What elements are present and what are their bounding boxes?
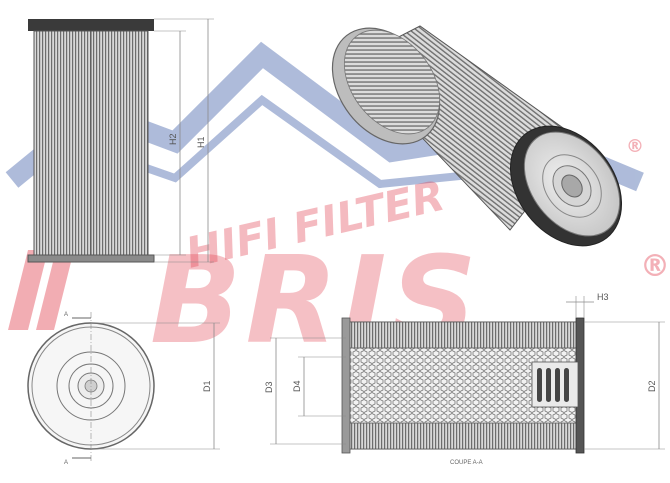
- section-left-cap: [341, 317, 351, 454]
- section-outlet-slot-3: [555, 368, 560, 402]
- d2-label: D2: [647, 380, 657, 392]
- section-label-top: A: [64, 312, 68, 318]
- watermark-red-bar-2: [36, 250, 74, 330]
- section-bottom-wall: [345, 422, 581, 450]
- isometric-view: [331, 25, 623, 247]
- section-view: D3 D4 D2 H3 COUPE A-A: [264, 292, 665, 466]
- end-view: A A D1: [27, 312, 220, 466]
- watermark-registered-2: ®: [640, 249, 670, 284]
- section-outlet-slot-2: [546, 368, 551, 402]
- section-top-wall: [345, 321, 581, 349]
- section-label-bottom: A: [64, 460, 68, 466]
- d1-label: D1: [202, 380, 212, 392]
- section-caption: COUPE A-A: [450, 460, 483, 466]
- h3-label: H3: [597, 292, 609, 302]
- section-outlet-slot-4: [564, 368, 569, 402]
- iso-back-cap-rim: [343, 29, 441, 135]
- d4-label: D4: [292, 380, 302, 392]
- iso-front-ring-1: [542, 154, 602, 218]
- h2-label: H2: [168, 133, 178, 145]
- h1-label: H1: [196, 136, 206, 148]
- d3-label: D3: [264, 381, 274, 393]
- section-outlet-slot-1: [537, 368, 542, 402]
- watermark-red-bar-1: [8, 250, 48, 330]
- iso-front-bore: [561, 174, 583, 198]
- watermark-registered-1: ®: [626, 136, 644, 157]
- front-top-cap: [28, 19, 154, 31]
- front-bottom-cap: [27, 254, 155, 263]
- front-view: H2 H1: [27, 18, 214, 263]
